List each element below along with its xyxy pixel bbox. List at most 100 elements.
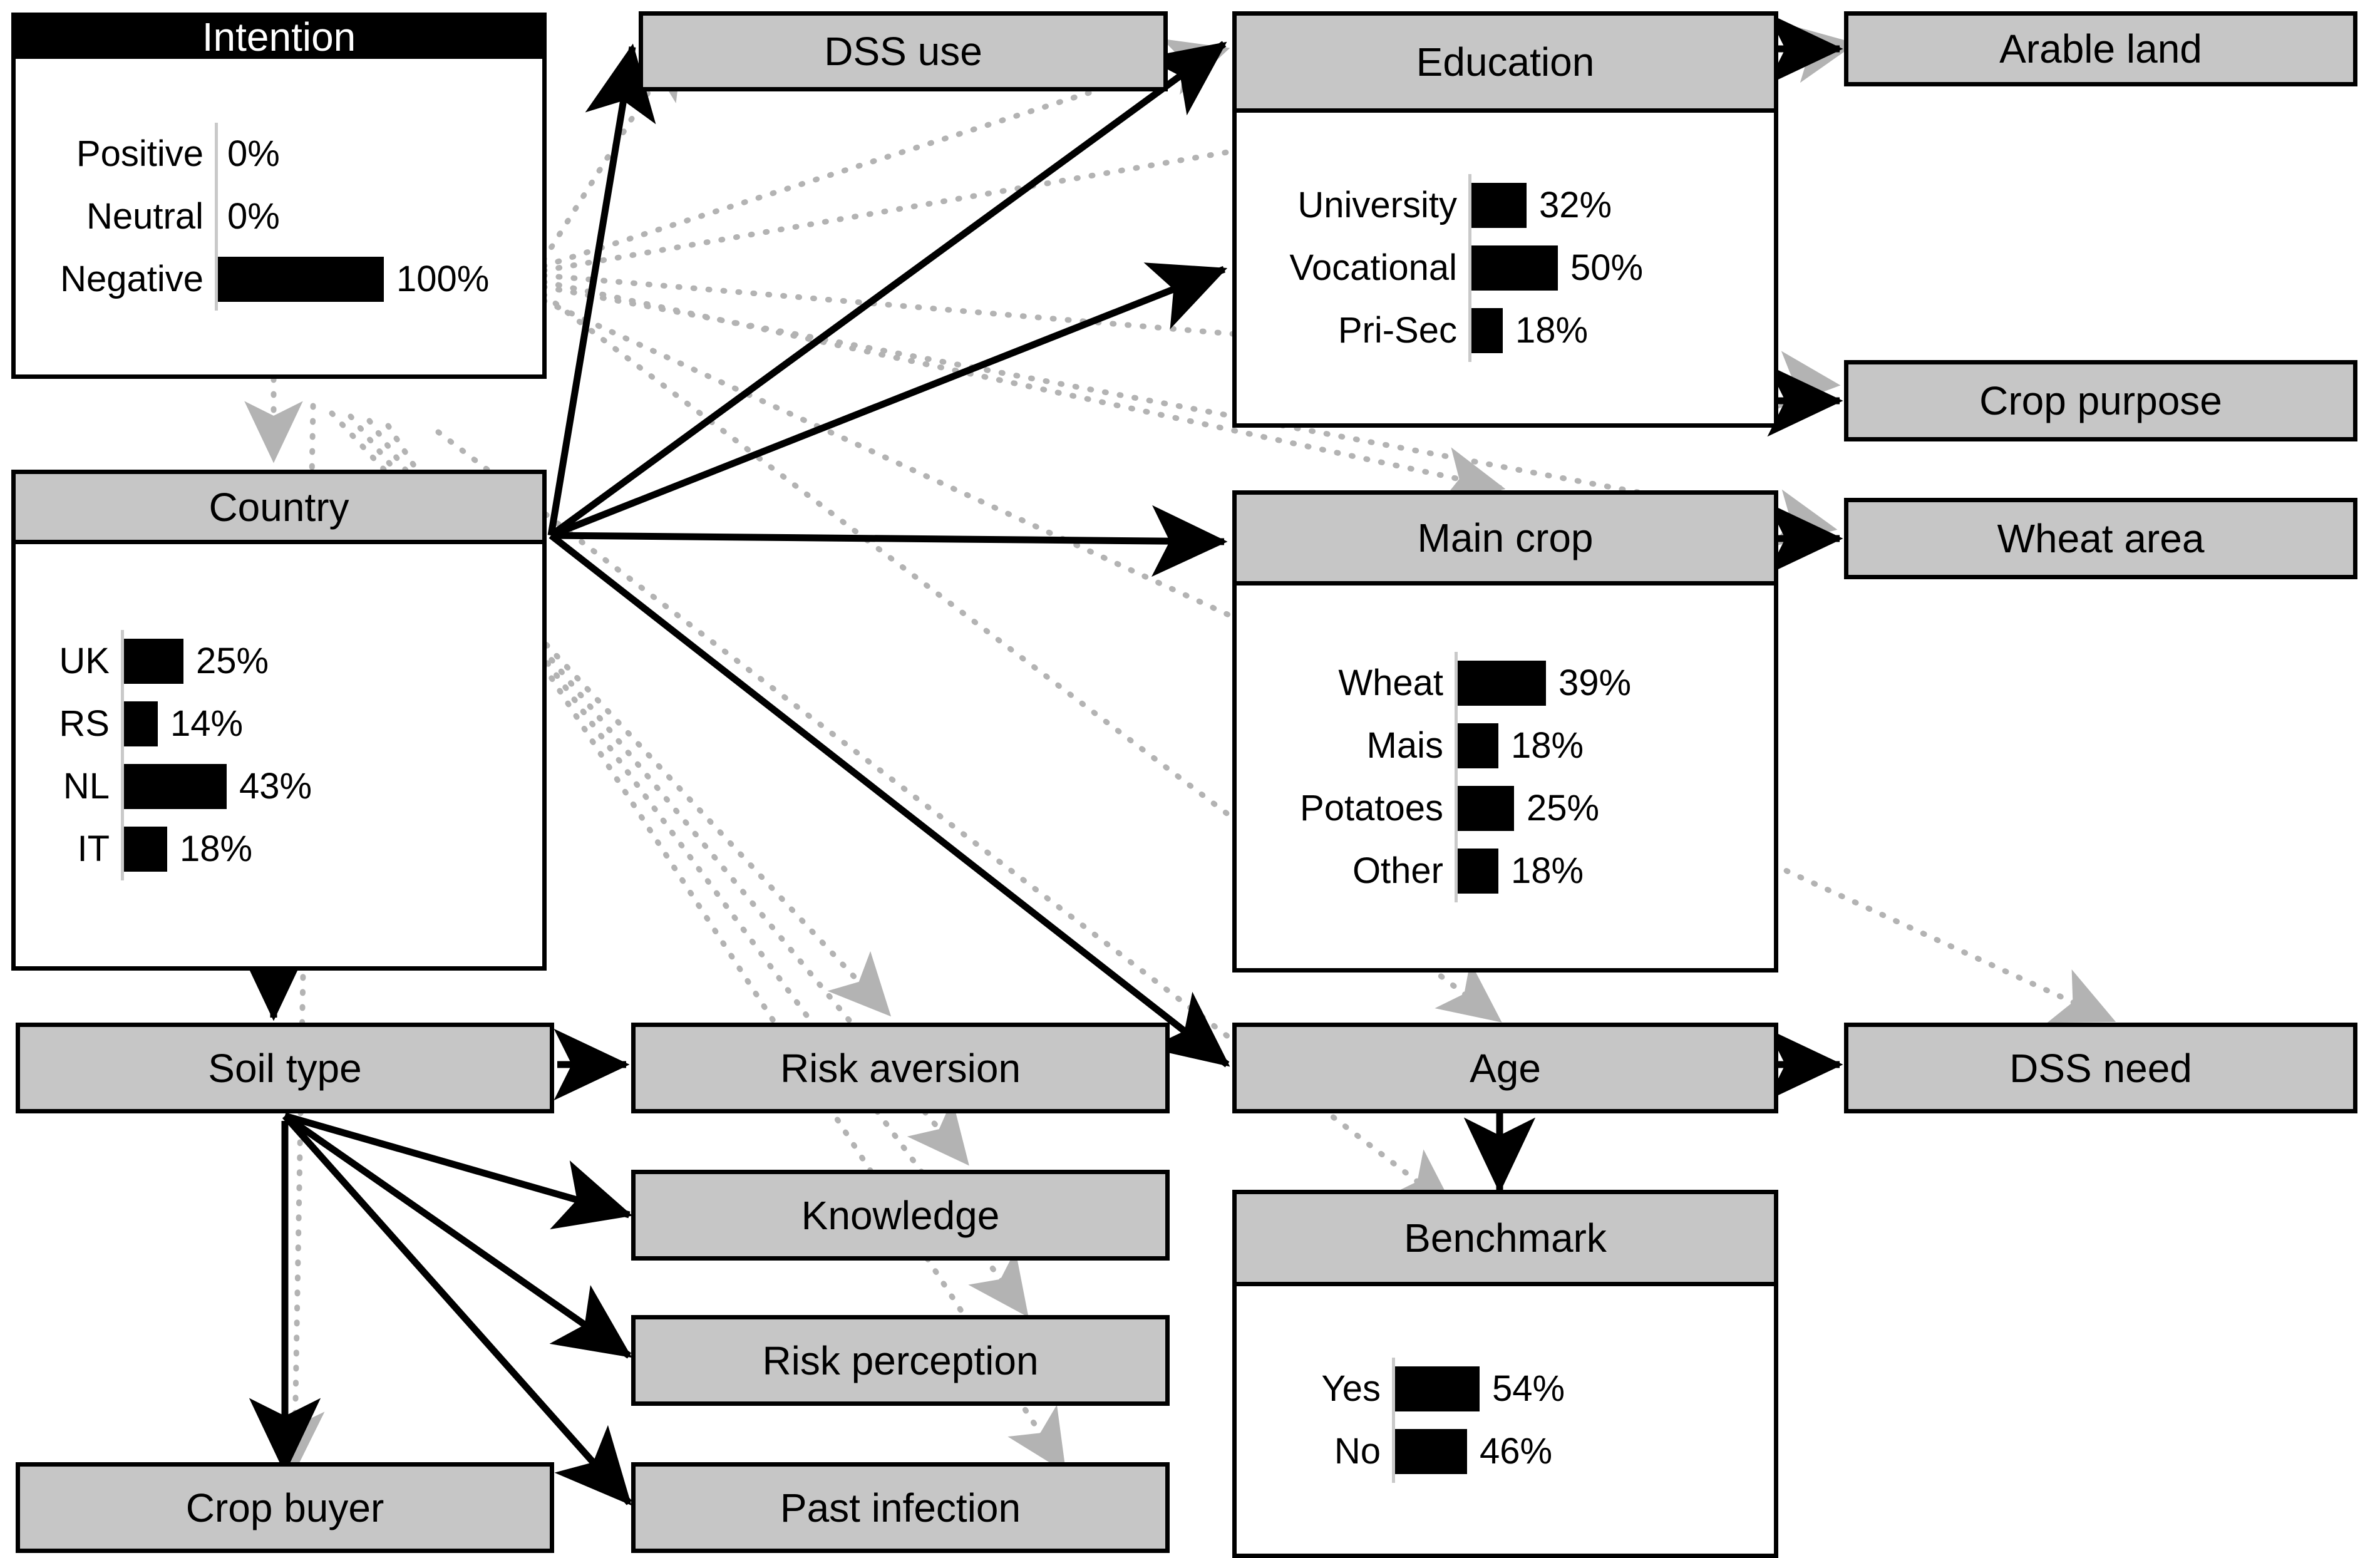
state-label: NL (63, 766, 110, 807)
state-row: Yes 54% (1237, 1357, 1774, 1420)
state-row: IT 18% (16, 818, 542, 880)
state-row: RS 14% (16, 693, 542, 755)
node-benchmark-body: Yes 54% No 46% (1237, 1286, 1774, 1554)
state-value: 18% (180, 828, 253, 869)
state-value: 54% (1492, 1368, 1565, 1409)
state-label: Pri-Sec (1337, 310, 1457, 351)
state-bar (124, 701, 158, 746)
state-label: Mais (1366, 725, 1443, 766)
state-bar-track: 18% (1455, 714, 1774, 777)
state-bar-track: 0% (215, 185, 542, 248)
node-age[interactable]: Age (1232, 1023, 1778, 1113)
state-bar (1458, 723, 1498, 768)
node-country-body: UK 25% RS 14% NL (16, 544, 542, 966)
node-risk-aversion-title: Risk aversion (780, 1045, 1021, 1091)
state-label: UK (59, 641, 110, 681)
node-dss-use-title: DSS use (824, 29, 982, 74)
node-benchmark-header: Benchmark (1237, 1194, 1774, 1286)
state-value: 43% (239, 766, 312, 807)
state-row: No 46% (1237, 1420, 1774, 1483)
node-crop-purpose-title: Crop purpose (1979, 378, 2222, 423)
state-bar-track: 25% (1455, 776, 1774, 840)
node-risk-aversion[interactable]: Risk aversion (631, 1023, 1170, 1113)
state-bar (1471, 245, 1558, 291)
node-risk-perception-title: Risk perception (762, 1338, 1039, 1383)
node-country-title: Country (209, 484, 349, 530)
node-dss-use[interactable]: DSS use (639, 11, 1168, 91)
state-row: Mais 18% (1237, 714, 1774, 777)
dotted-edges (244, 24, 2116, 1473)
node-past-infection[interactable]: Past infection (631, 1462, 1170, 1553)
node-wheat-area[interactable]: Wheat area (1844, 498, 2357, 579)
state-bar (1395, 1366, 1480, 1411)
node-main-crop-body: Wheat 39% Mais 18% Potatoes (1237, 586, 1774, 968)
node-education-body: University 32% Vocational 50% Pri-Sec (1237, 113, 1774, 423)
node-education[interactable]: Education University 32% Vocational 50% (1232, 11, 1778, 428)
state-bar-track: 25% (121, 630, 542, 693)
state-label: Neutral (86, 196, 203, 237)
state-label: Positive (76, 133, 203, 174)
state-value: 32% (1539, 185, 1612, 225)
state-bar-track: 50% (1468, 237, 1774, 299)
state-label: Vocational (1289, 247, 1457, 288)
state-row: Pri-Sec 18% (1237, 299, 1774, 362)
state-label: Wheat (1338, 662, 1443, 703)
state-value: 18% (1515, 310, 1589, 351)
node-risk-perception[interactable]: Risk perception (631, 1315, 1170, 1406)
state-value: 39% (1558, 662, 1632, 703)
state-row: Potatoes 25% (1237, 776, 1774, 840)
state-bar-track: 100% (215, 248, 542, 311)
state-row: University 32% (1237, 174, 1774, 237)
state-row: Negative 100% (16, 248, 542, 311)
state-label: No (1334, 1430, 1381, 1472)
state-value: 18% (1511, 850, 1584, 891)
node-past-infection-title: Past infection (780, 1485, 1021, 1530)
state-bar (1458, 848, 1498, 894)
state-label: University (1297, 185, 1457, 225)
state-row: Neutral 0% (16, 185, 542, 248)
state-row: Vocational 50% (1237, 237, 1774, 299)
node-crop-buyer[interactable]: Crop buyer (16, 1462, 554, 1553)
node-main-crop-title: Main crop (1417, 515, 1594, 560)
state-value: 18% (1511, 725, 1584, 766)
node-main-crop[interactable]: Main crop Wheat 39% Mais 18% (1232, 490, 1778, 972)
node-benchmark-title: Benchmark (1404, 1215, 1607, 1261)
state-label: Other (1352, 850, 1443, 891)
state-bar-track: 18% (1468, 299, 1774, 362)
node-intention[interactable]: Intention Positive 0% Neutral 0% (11, 13, 547, 379)
state-label: RS (59, 703, 110, 744)
state-value: 50% (1570, 247, 1644, 288)
node-intention-title: Intention (202, 14, 356, 59)
state-row: Other 18% (1237, 839, 1774, 902)
node-arable-land[interactable]: Arable land (1844, 11, 2357, 86)
node-dss-need[interactable]: DSS need (1844, 1023, 2357, 1113)
node-knowledge[interactable]: Knowledge (631, 1170, 1170, 1261)
node-country-header: Country (16, 474, 542, 544)
node-education-header: Education (1237, 16, 1774, 113)
node-knowledge-title: Knowledge (801, 1192, 1000, 1238)
state-row: Wheat 39% (1237, 651, 1774, 715)
state-value: 46% (1480, 1430, 1553, 1472)
state-bar (124, 639, 183, 684)
state-row: UK 25% (16, 630, 542, 693)
node-soil-type-title: Soil type (208, 1045, 362, 1091)
state-bar (1458, 785, 1514, 831)
state-value: 25% (1527, 787, 1600, 828)
node-age-title: Age (1470, 1045, 1541, 1091)
state-bar (124, 827, 167, 872)
state-row: Positive 0% (16, 123, 542, 185)
node-benchmark[interactable]: Benchmark Yes 54% No 46% (1232, 1190, 1778, 1558)
node-wheat-area-title: Wheat area (1997, 516, 2205, 561)
state-bar-track: 54% (1392, 1357, 1774, 1420)
node-soil-type[interactable]: Soil type (16, 1023, 554, 1113)
node-country[interactable]: Country UK 25% RS 14% (11, 470, 547, 971)
state-bar-track: 18% (121, 818, 542, 880)
state-label: IT (77, 828, 110, 869)
state-label: Potatoes (1300, 787, 1443, 828)
node-education-title: Education (1416, 39, 1595, 85)
node-crop-purpose[interactable]: Crop purpose (1844, 360, 2357, 441)
state-bar (1458, 660, 1546, 706)
state-value: 0% (227, 196, 280, 237)
state-bar-track: 46% (1392, 1420, 1774, 1483)
node-dss-need-title: DSS need (2009, 1045, 2192, 1091)
